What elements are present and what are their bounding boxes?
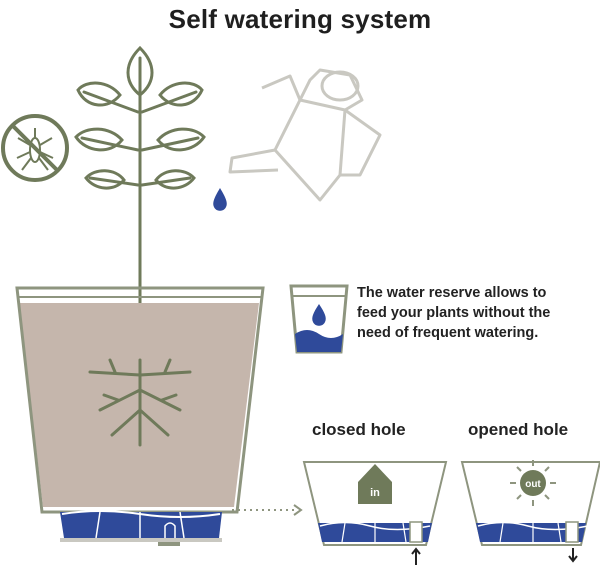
house-in-icon	[358, 464, 392, 504]
opened-hole-badge: out	[525, 479, 541, 490]
description-line: need of frequent watering.	[357, 325, 539, 341]
description-line: The water reserve allows to	[357, 285, 547, 301]
opened-hole-label: opened hole	[468, 420, 569, 439]
water-reserve-description: The water reserve allows to feed your pl…	[357, 283, 597, 343]
description-line: feed your plants without the	[357, 305, 551, 321]
closed-hole-badge: in	[370, 487, 380, 499]
opened-hole-pot: out	[460, 460, 600, 563]
pot-icon	[15, 286, 265, 546]
closed-hole-label: closed hole	[312, 420, 406, 439]
no-mosquito-icon	[1, 114, 69, 182]
sun-out-icon	[510, 460, 556, 506]
arrow-up-icon	[411, 547, 421, 565]
closed-hole-pot: in	[302, 461, 448, 565]
arrow-down-icon	[568, 548, 578, 563]
water-reserve-cup-icon	[289, 284, 349, 354]
dotted-arrow	[232, 504, 303, 516]
water-drop-icon	[213, 188, 227, 211]
page-title: Self watering system	[168, 4, 432, 34]
watering-can-icon	[228, 68, 382, 202]
